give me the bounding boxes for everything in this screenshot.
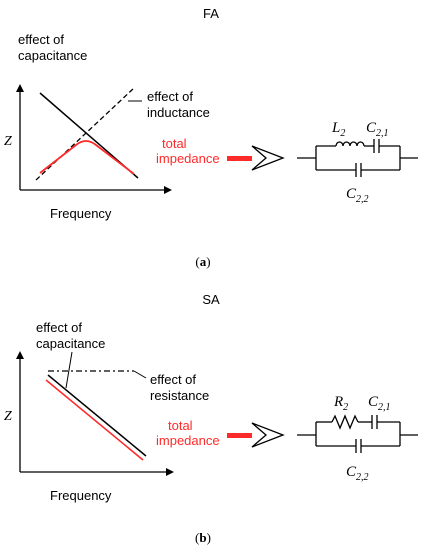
- panel-a-x-axis-label: Frequency: [50, 206, 112, 221]
- panel-b-comp-top-right: C2,1: [368, 394, 391, 413]
- panel-a-comp-top-left: L2: [331, 120, 345, 139]
- panel-a-inductor-symbol: [335, 141, 365, 147]
- panel-a-hollow-arrow: [251, 145, 285, 171]
- panel-b-resistor-symbol: [331, 414, 359, 430]
- panel-a-axes: [16, 84, 172, 194]
- panel-b-red-arrow: [227, 433, 252, 438]
- panel-a-y-axis-label: Z: [4, 134, 12, 149]
- panel-a-inductance-line: [35, 87, 135, 181]
- panel-b-circuit: [297, 414, 418, 453]
- panel-a-comp-top-right: C2,1: [366, 120, 389, 139]
- panel-b-total-label-1: total: [168, 418, 193, 433]
- panel-a-capacitance-label-2: capacitance: [18, 48, 87, 63]
- panel-a-capacitance-label-1: effect of: [18, 32, 64, 47]
- panel-b-x-axis-label: Frequency: [50, 488, 112, 503]
- panel-a-comp-bottom: C2,2: [346, 186, 369, 205]
- panel-a-circuit: [297, 139, 418, 177]
- panel-b-capacitance-leader: [65, 351, 73, 389]
- panel-b-capacitance-line: [47, 374, 147, 457]
- panel-b-title: SA: [202, 292, 220, 307]
- panel-b-comp-top-left: R2: [333, 394, 348, 413]
- panel-b-comp-bottom: C2,2: [346, 464, 369, 483]
- panel-b-hollow-arrow: [251, 422, 285, 448]
- panel-a-red-arrow: [227, 156, 252, 161]
- panel-b-caption: (b): [195, 530, 211, 545]
- panel-a-inductance-label-2: inductance: [147, 105, 210, 120]
- panel-b: SA Z Frequency effect of capacitance eff…: [4, 292, 418, 545]
- panel-a-total-impedance-curve: [39, 140, 135, 175]
- panel-b-axes: [16, 351, 174, 476]
- panel-a-total-label-1: total: [162, 136, 187, 151]
- panel-a-title: FA: [203, 6, 219, 21]
- panel-a: FA Z Frequency effect of capacitance eff…: [4, 6, 418, 269]
- panel-a-inductance-label-1: effect of: [147, 89, 193, 104]
- panel-b-y-axis-label: Z: [4, 409, 12, 424]
- panel-b-capacitance-label-1: effect of: [36, 320, 82, 335]
- panel-b-resistance-label-1: effect of: [150, 372, 196, 387]
- panel-b-resistance-label-2: resistance: [150, 388, 209, 403]
- panel-b-total-label-2: impedance: [156, 433, 220, 448]
- panel-a-caption: (a): [195, 254, 210, 269]
- panel-a-total-label-2: impedance: [156, 151, 220, 166]
- panel-b-total-impedance-line: [45, 379, 144, 461]
- panel-b-capacitance-label-2: capacitance: [36, 336, 105, 351]
- panel-b-resistance-leader: [133, 370, 147, 379]
